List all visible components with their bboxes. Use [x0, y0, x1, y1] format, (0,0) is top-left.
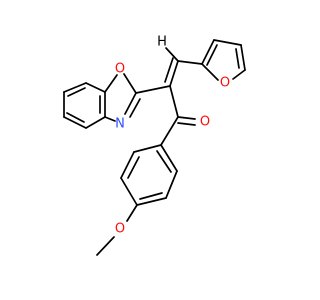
bond — [201, 63, 219, 81]
bond — [165, 170, 178, 199]
atom-label: O — [115, 222, 125, 237]
structure-canvas: O N O O O H — [63, 35, 246, 256]
bond — [96, 236, 115, 256]
atom-methoxy-o: O — [115, 222, 125, 237]
bond — [164, 57, 174, 83]
bond — [67, 87, 86, 97]
bond — [63, 82, 87, 93]
bond — [160, 144, 178, 172]
bond — [201, 39, 215, 65]
molecule-structure: O N O O O H — [63, 35, 246, 256]
bond — [136, 197, 167, 206]
bond — [177, 122, 196, 126]
atom-benzoxazole-o: O — [115, 62, 125, 77]
atom-label: N — [115, 117, 125, 132]
bond — [63, 116, 87, 129]
bond — [206, 44, 218, 66]
bond — [129, 98, 141, 118]
atom-carbonyl-o: O — [200, 115, 210, 130]
atom-label: O — [220, 76, 230, 91]
bond — [177, 60, 203, 65]
bond — [127, 156, 140, 179]
enone-chain — [135, 47, 203, 146]
bond — [85, 116, 106, 129]
bond — [85, 82, 106, 93]
bond — [232, 69, 246, 80]
atom-label: H — [157, 35, 167, 50]
bond — [124, 92, 137, 115]
bond — [123, 73, 137, 94]
bond — [66, 112, 85, 123]
atom-benzoxazole-n: N — [115, 117, 125, 132]
benzo-ring — [63, 82, 106, 129]
bond — [235, 48, 240, 69]
bond — [139, 192, 163, 200]
bond — [213, 39, 242, 46]
bond — [104, 116, 116, 122]
bond — [133, 144, 162, 153]
bond — [169, 60, 179, 87]
bond — [104, 74, 118, 93]
atom-furan-o: O — [220, 76, 230, 91]
atom-label: O — [115, 62, 125, 77]
furan-ring — [201, 39, 246, 81]
bond — [165, 47, 179, 62]
bond — [120, 177, 138, 206]
bond — [160, 116, 179, 146]
bond — [169, 85, 179, 118]
bond — [135, 85, 171, 94]
bond — [126, 204, 138, 222]
bond — [156, 150, 172, 173]
oxazole-ring — [104, 73, 141, 122]
atom-alkene-h: H — [157, 35, 167, 50]
bond — [177, 116, 196, 120]
bond — [120, 151, 135, 179]
atom-label: O — [200, 115, 210, 130]
methoxyphenyl-ring — [96, 144, 178, 256]
bond — [240, 44, 246, 71]
